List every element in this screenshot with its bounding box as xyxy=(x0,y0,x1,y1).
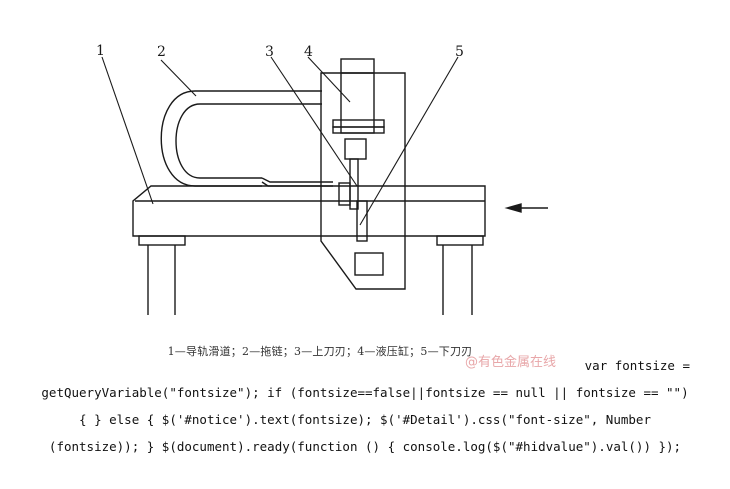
part-label-1: 1 xyxy=(96,43,105,59)
code-line: var fontsize = xyxy=(584,358,690,373)
code-line: (fontsize)); } $(document).ready(functio… xyxy=(48,439,682,454)
script-source-text: var fontsize = getQueryVariable("fontsiz… xyxy=(0,352,730,460)
code-line: { } else { $('#notice').text(fontsize); … xyxy=(79,412,651,427)
part-label-3: 3 xyxy=(265,44,274,60)
figure-caption: 1—导轨滑道；2—拖链；3—上刀刃；4—液压缸；5—下刀刃 xyxy=(167,345,473,358)
lower-blade xyxy=(356,200,368,242)
part-number-labels: 1 2 3 4 5 xyxy=(96,43,464,60)
code-line: getQueryVariable("fontsize"); if (fontsi… xyxy=(41,385,689,400)
part-label-4: 4 xyxy=(304,44,313,60)
part-label-5: 5 xyxy=(455,44,464,60)
watermark: @有色金属在线 xyxy=(465,355,557,370)
rail-supports xyxy=(138,235,484,315)
drag-chain xyxy=(160,90,333,187)
shear-machine-diagram: 1 2 3 4 5 xyxy=(96,43,548,315)
leader-lines xyxy=(101,56,459,226)
feed-direction-arrow xyxy=(504,203,548,213)
guide-rail-slide xyxy=(132,185,486,237)
upper-blade xyxy=(338,158,359,210)
shear-frame xyxy=(320,58,406,290)
part-label-2: 2 xyxy=(157,44,166,60)
